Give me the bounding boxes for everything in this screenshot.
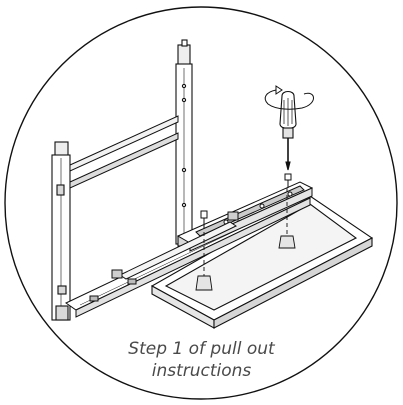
screw-top: [284, 173, 292, 188]
front-post: [51, 141, 71, 321]
upper-crossbar: [69, 115, 179, 189]
slide-rail-upper: [176, 181, 314, 252]
rotation-arrow-icon: [264, 85, 314, 110]
slide-rail-mid: [111, 211, 239, 280]
screwdriver-icon: [279, 90, 297, 171]
caption-line-2: instructions: [151, 361, 252, 381]
caption: Step 1 of pull out instructions: [0, 338, 403, 382]
caption-line-1: Step 1 of pull out: [128, 339, 275, 359]
rear-post: [175, 39, 193, 247]
lower-screw-guides: [195, 188, 296, 291]
screw-small: [200, 210, 208, 228]
